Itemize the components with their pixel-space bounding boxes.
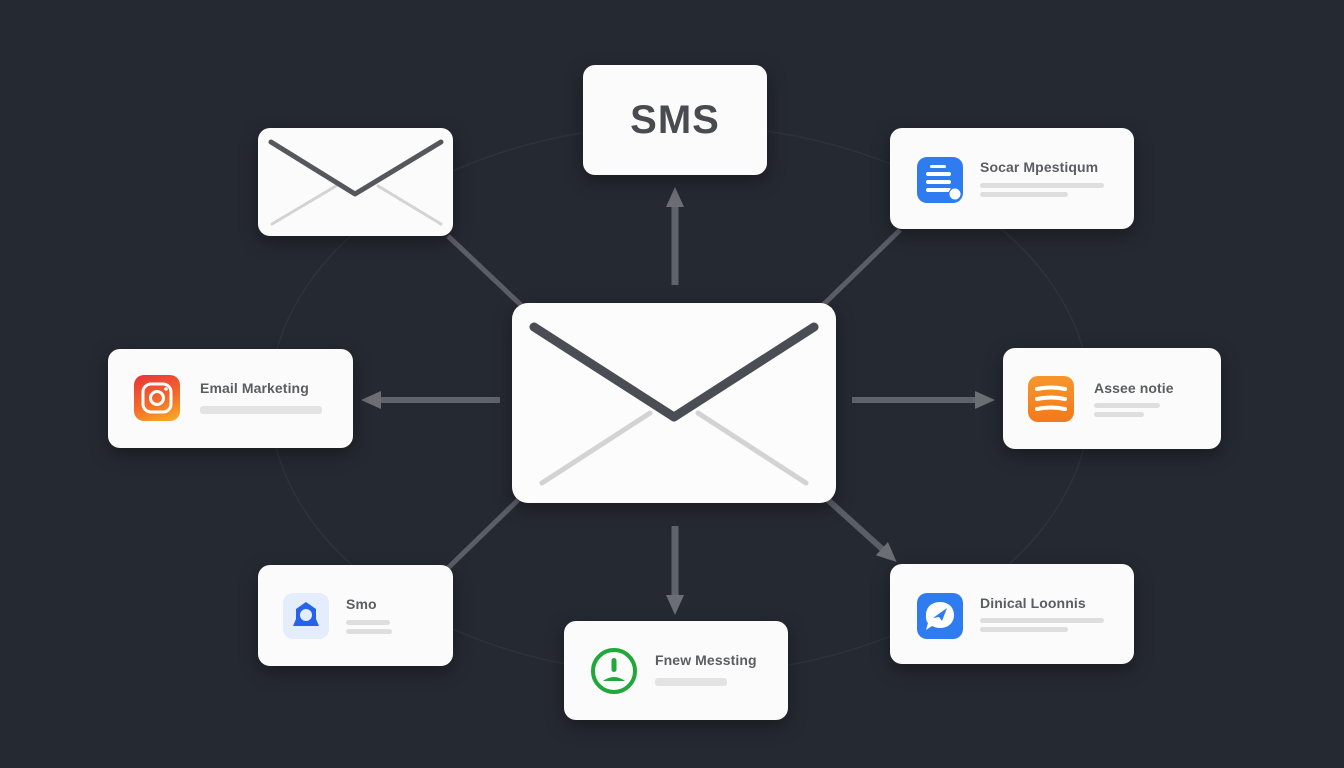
- placeholder-bar: [346, 620, 390, 625]
- placeholder-bar: [980, 192, 1068, 197]
- placeholder-bar: [980, 618, 1104, 623]
- envelope-icon: [529, 322, 819, 486]
- menu-lines-icon: [1028, 376, 1074, 422]
- node-dinical-card[interactable]: Dinical Loonnis: [890, 564, 1134, 664]
- placeholder-bar: [1094, 412, 1144, 417]
- node-messting-card[interactable]: Fnew Messting: [564, 621, 788, 720]
- connector-bottom-right: [825, 497, 897, 563]
- placeholder-bar: [655, 678, 727, 686]
- node-label: Fnew Messting: [655, 652, 757, 668]
- connector-bottom-left: [446, 498, 520, 570]
- node-social-card[interactable]: Socar Mpestiqum: [890, 128, 1134, 229]
- instagram-icon: [134, 375, 180, 421]
- connector-top-left: [446, 234, 524, 308]
- node-label: Assee notie: [1094, 380, 1174, 396]
- node-email-marketing-card[interactable]: Email Marketing: [108, 349, 353, 448]
- location-pin-icon: [283, 593, 329, 639]
- node-label: Socar Mpestiqum: [980, 159, 1099, 175]
- node-label: Dinical Loonnis: [980, 595, 1086, 611]
- node-label: Email Marketing: [200, 380, 309, 396]
- alert-circle-icon: [590, 647, 637, 694]
- placeholder-bar: [980, 627, 1068, 632]
- hub-email-card[interactable]: [512, 303, 836, 503]
- placeholder-bar: [980, 183, 1104, 188]
- placeholder-bar: [200, 406, 322, 414]
- document-list-icon: [917, 157, 963, 203]
- node-label: Smo: [346, 596, 377, 612]
- node-title: SMS: [630, 97, 720, 142]
- placeholder-bar: [346, 629, 392, 634]
- chat-bubble-icon: [917, 593, 963, 639]
- node-sms-card[interactable]: SMS: [583, 65, 767, 175]
- placeholder-bar: [1094, 403, 1160, 408]
- node-assee-card[interactable]: Assee notie: [1003, 348, 1221, 449]
- node-envelope-card[interactable]: [258, 128, 453, 236]
- node-smo-card[interactable]: Smo: [258, 565, 453, 666]
- envelope-icon: [268, 139, 444, 226]
- connector-top-right: [820, 228, 902, 308]
